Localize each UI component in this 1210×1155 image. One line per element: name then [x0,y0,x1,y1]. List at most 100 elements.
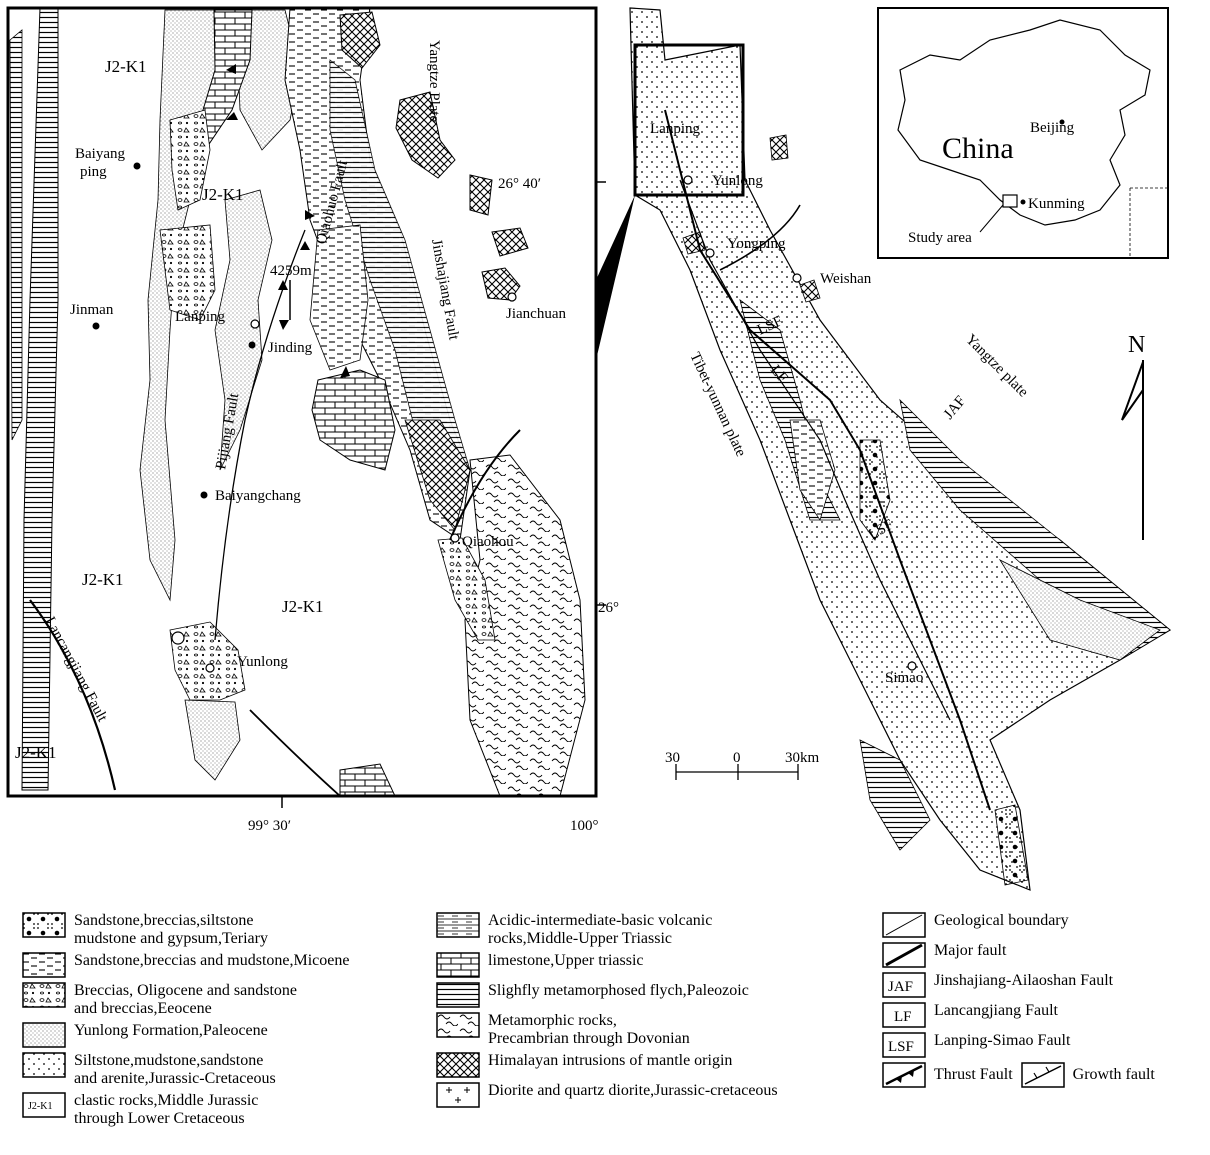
label-baiyangping-2: ping [80,164,107,180]
label-peak: 4259m [270,263,312,279]
legend-text: mudstone and gypsum,Teriary [74,930,268,947]
china-outline [897,19,1151,226]
legend-item-major-fault: Major fault [882,942,1202,968]
label-j2k1-nw: J2-K1 [105,57,147,76]
label-lat-2640: 26° 40′ [498,176,541,192]
swatch-cross [436,1052,480,1078]
legend-text: clastic rocks,Middle Jurassic [74,1092,259,1109]
legend-item-diorite: Diorite and quartz diorite,Jurassic-cret… [436,1082,876,1108]
swatch-plus [436,1082,480,1108]
geological-map: J2-K1 J2-K1 J2-K1 J2-K1 J2-K1 Baiyang pi… [6,6,1172,891]
swatch-lf-label: LF [894,1009,912,1025]
legend-text: and breccias,Eeocene [74,1000,212,1017]
swatch-breccia [22,982,66,1008]
scale-bar: 30 0 30km [665,750,820,780]
swatch-wave [436,1012,480,1038]
swatch-volcanic [436,912,480,938]
legend-text: Siltstone,mudstone,sandstone [74,1052,264,1069]
legend-item-yunlong: Yunlong Formation,Paleocene [22,1022,422,1048]
legend-item-miocene: Sandstone,breccias and mudstone,Micoene [22,952,422,978]
growth-fault-label: Growth fault [1072,1066,1155,1083]
thrust-fault-label: Thrust Fault [934,1066,1013,1083]
rlabel-jaf: JAF [941,393,969,422]
swatch-geo-boundary [882,912,926,938]
swatch-j2k1: J2-K1 [22,1092,66,1118]
label-lon-100: 100° [570,818,599,834]
legend-text: Himalayan intrusions of mantle origin [488,1052,733,1069]
rlabel-weishan: Weishan [820,271,872,287]
north-label: N [1128,332,1145,358]
study-area-box [1002,194,1018,208]
legend-text: Geological boundary [934,912,1069,929]
legend-item-lsf: LSF Lanping-Simao Fault [882,1032,1202,1058]
swatch-thrust-fault [882,1062,926,1088]
legend-text: Slighfly metamorphosed flych,Paleozoic [488,982,749,999]
legend-item-limestone: limestone,Upper triassic [436,952,876,978]
rlabel-yangtze-plate: Yangtze plate [962,332,1031,401]
rlabel-lanping: Lanping [650,121,700,137]
label-j2k1-center: J2-K1 [202,185,244,204]
legend-item-jaf: JAF Jinshajiang-Ailaoshan Fault [882,972,1202,998]
left-detail-map: J2-K1 J2-K1 J2-K1 J2-K1 J2-K1 Baiyang pi… [6,6,619,834]
label-yangtze-plate: Yangtze Plate [426,40,442,123]
north-arrow: N [1121,332,1145,540]
legend-text: Precambrian through Dovonian [488,1030,690,1047]
scale-right: 30km [785,750,820,766]
legend-col-3: Geological boundary Major fault JAF Jins… [882,912,1202,1092]
legend-item-metamorphic: Metamorphic rocks,Precambrian through Do… [436,1012,876,1048]
legend-text: Metamorphic rocks, [488,1012,617,1029]
connector-wedge [596,195,635,360]
inset-kunming: Kunming [1028,196,1085,212]
legend-item-faults: Thrust Fault Growth fault [882,1062,1202,1088]
label-baiyangping: Baiyang [75,146,125,162]
legend-text: Jinshajiang-Ailaoshan Fault [934,972,1114,989]
legend-text: Yunlong Formation,Paleocene [74,1022,268,1039]
label-jianchuan: Jianchuan [506,306,566,322]
swatch-hlines [436,982,480,1008]
legend-item-intrusions: Himalayan intrusions of mantle origin [436,1052,876,1078]
swatch-brick [436,952,480,978]
swatch-lf: LF [882,1002,926,1028]
label-lon-9930: 99° 30′ [248,818,291,834]
scale-left: 30 [665,750,680,766]
label-j2k1-bl: J2-K1 [15,743,57,762]
scale-mid: 0 [733,750,741,766]
swatch-sparse-dots [22,1052,66,1078]
legend-text: Breccias, Oligocene and sandstone [74,982,298,999]
legend-text: and arenite,Jurassic-Cretaceous [74,1070,276,1087]
legend-text: Sandstone,breccias and mudstone,Micoene [74,952,350,969]
swatch-big-dots [22,912,66,938]
legend-text: Lanping-Simao Fault [934,1032,1071,1049]
label-yunlong: Yunlong [237,654,288,670]
legend-item-flysch: Slighfly metamorphosed flych,Paleozoic [436,982,876,1008]
label-lat-26: 26° [598,600,619,616]
legend-text: through Lower Cretaceous [74,1110,245,1127]
label-jinding: Jinding [268,340,313,356]
rlabel-yunlong: Yunlong [712,173,763,189]
swatch-jaf: JAF [882,972,926,998]
legend-text: Sandstone,breccias,siltstone [74,912,254,929]
swatch-growth-fault [1020,1062,1065,1088]
regional-map: Lanping Yunlong Yongping Weishan Simao L… [629,7,1172,891]
label-jinman: Jinman [70,302,114,318]
swatch-fine-dots [22,1022,66,1048]
label-qiaohou: Qiaohou [462,534,514,550]
label-baiyangchang: Baiyangchang [215,488,301,504]
legend-text: Lancangjiang Fault [934,1002,1058,1019]
china-inset: China Beijing Kunming Study area [877,7,1169,259]
legend-text: limestone,Upper triassic [488,952,644,969]
legend-text: rocks,Middle-Upper Triassic [488,930,672,947]
label-j2k1-s: J2-K1 [282,597,324,616]
legend-item-lf: LF Lancangjiang Fault [882,1002,1202,1028]
label-lanping: Lanping [175,309,225,325]
inset-study-area: Study area [908,230,972,246]
swatch-major-fault [882,942,926,968]
